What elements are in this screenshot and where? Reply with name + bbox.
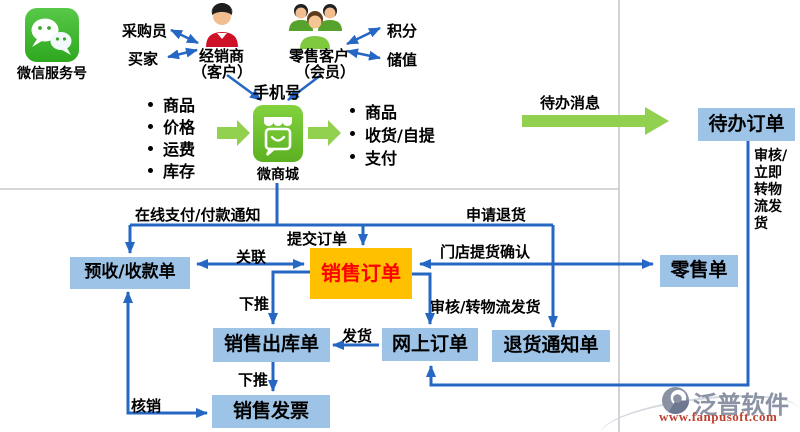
mall-label: 微商城 bbox=[257, 167, 299, 183]
list-item: 支付 bbox=[350, 145, 435, 168]
label-ship: 发货 bbox=[342, 327, 373, 345]
label-push-down-2: 下推 bbox=[238, 371, 269, 389]
stored-value-label: 储值 bbox=[387, 51, 418, 69]
box-invoice: 销售发票 bbox=[212, 395, 330, 428]
arrow-retail-points bbox=[346, 26, 381, 46]
bullet-icon bbox=[148, 123, 153, 129]
feature-label: 收货/自提 bbox=[365, 125, 435, 145]
list-item: 商品 bbox=[148, 93, 195, 115]
label-write-off: 核销 bbox=[131, 397, 162, 415]
retail-customer-label: 零售客户 bbox=[289, 47, 350, 65]
arrow-buyer-dealer bbox=[167, 47, 198, 60]
list-item: 库存 bbox=[148, 159, 195, 181]
box-receipt: 预收/收款单 bbox=[70, 257, 190, 289]
arrow-push-down-1 bbox=[268, 270, 310, 325]
wechat-service-label: 微信服务号 bbox=[17, 66, 87, 82]
phone-label: 手机号 bbox=[253, 83, 302, 102]
box-outbound: 销售出库单 bbox=[213, 328, 330, 362]
bullet-icon bbox=[350, 131, 355, 136]
label-online-pay: 在线支付/付款通知 bbox=[135, 206, 261, 224]
label-push-down-1: 下推 bbox=[239, 295, 270, 313]
box-return-notice: 退货通知单 bbox=[492, 330, 610, 362]
dealer-sub-label: （客户） bbox=[192, 63, 253, 81]
label-audit-logistics: 审核/转物流发货 bbox=[430, 298, 541, 316]
arrow-retail-stored-value bbox=[346, 48, 381, 61]
label-apply-return: 申请退货 bbox=[466, 206, 527, 224]
box-todo-order: 待办订单 bbox=[698, 108, 795, 141]
box-online-order: 网上订单 bbox=[382, 328, 478, 361]
feature-label: 商品 bbox=[365, 102, 398, 122]
bullet-icon bbox=[350, 154, 355, 159]
retail-sub-label: （会员） bbox=[295, 63, 356, 81]
mall-input-arrow-icon bbox=[217, 120, 250, 146]
list-item: 运费 bbox=[148, 137, 195, 159]
arrow-purchaser-dealer bbox=[170, 28, 199, 45]
feature-label: 库存 bbox=[163, 162, 196, 181]
label-store-pickup: 门店提货确认 bbox=[440, 243, 531, 261]
feature-label: 价格 bbox=[163, 118, 196, 137]
list-item: 收货/自提 bbox=[350, 122, 435, 145]
feature-label: 运费 bbox=[163, 140, 196, 159]
label-audit-immediate: 审核/ 立即 转物 流发 货 bbox=[754, 148, 788, 232]
brand-name: 泛普软件 bbox=[693, 391, 789, 419]
mall-input-features: 商品 价格 运费 库存 bbox=[148, 93, 195, 181]
dealer-person-icon bbox=[203, 3, 241, 51]
bullet-icon bbox=[148, 167, 153, 173]
mall-output-features: 商品 收货/自提 支付 bbox=[350, 99, 435, 168]
bullet-icon bbox=[148, 145, 153, 151]
purchaser-label: 采购员 bbox=[122, 22, 168, 40]
bullet-icon bbox=[148, 101, 153, 107]
flow-connectors bbox=[123, 141, 750, 418]
label-relate: 关联 bbox=[236, 248, 267, 266]
todo-message-label: 待办消息 bbox=[540, 94, 601, 112]
retail-customers-icon bbox=[287, 2, 345, 53]
mall-icon bbox=[253, 105, 303, 166]
list-item: 商品 bbox=[350, 99, 435, 122]
label-submit-order: 提交订单 bbox=[287, 230, 348, 248]
feature-label: 支付 bbox=[365, 148, 398, 168]
mall-output-arrow-icon bbox=[308, 120, 341, 146]
list-item: 价格 bbox=[148, 115, 195, 137]
dealer-label: 经销商 bbox=[199, 47, 245, 65]
fanpu-logo-icon bbox=[661, 386, 690, 419]
wechat-icon bbox=[25, 8, 79, 62]
bullet-icon bbox=[350, 108, 355, 113]
arrow-audit-logistics bbox=[412, 272, 435, 325]
buyer-label: 买家 bbox=[128, 50, 159, 68]
points-label: 积分 bbox=[387, 22, 418, 40]
box-retail-order: 零售单 bbox=[660, 255, 738, 287]
brand-url: www.fanpusoft.com bbox=[659, 409, 778, 424]
box-sales-order: 销售订单 bbox=[310, 248, 412, 299]
feature-label: 商品 bbox=[163, 96, 196, 115]
